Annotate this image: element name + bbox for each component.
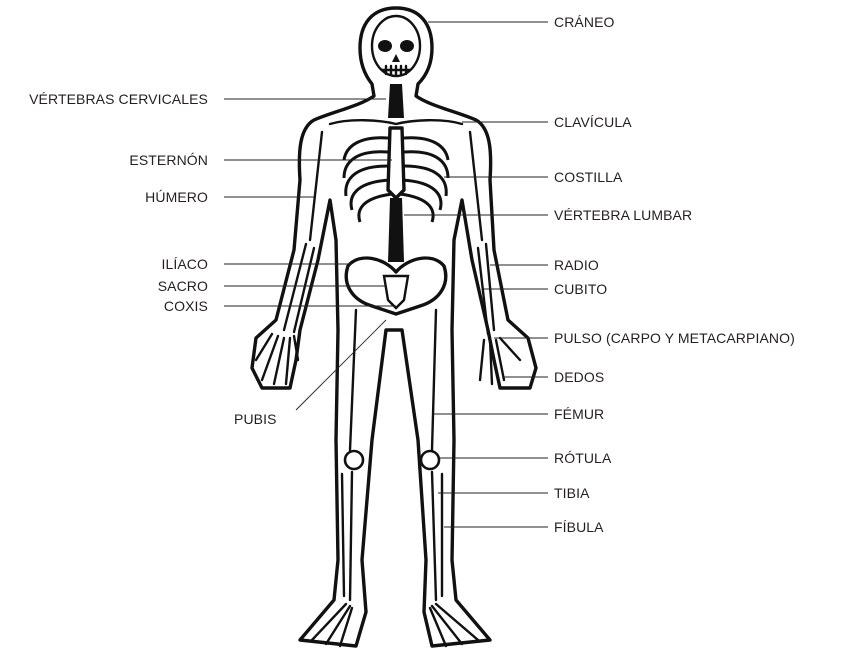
label-cubito: CUBITO xyxy=(554,281,607,297)
sternum-shape xyxy=(388,128,404,198)
label-sacro: SACRO xyxy=(158,278,208,294)
label-femur: FÉMUR xyxy=(554,406,604,422)
label-vertebra-lumbar: VÉRTEBRA LUMBAR xyxy=(554,207,692,223)
label-vertebras-cervicales: VÉRTEBRAS CERVICALES xyxy=(29,91,208,107)
label-esternon: ESTERNÓN xyxy=(129,152,208,168)
label-tibia: TIBIA xyxy=(554,485,590,501)
label-craneo: CRÁNEO xyxy=(554,14,615,30)
right-eye-socket xyxy=(400,40,414,52)
label-fibula: FÍBULA xyxy=(554,519,604,535)
label-iliaco: ILÍACO xyxy=(161,256,208,272)
left-patella xyxy=(345,451,363,469)
teeth xyxy=(382,66,410,75)
label-dedos: DEDOS xyxy=(554,369,604,385)
label-rotula: RÓTULA xyxy=(554,450,611,466)
label-radio: RADIO xyxy=(554,257,599,273)
label-humero: HÚMERO xyxy=(145,189,208,205)
lumbar-spine xyxy=(388,198,404,262)
right-patella xyxy=(421,451,439,469)
cervical-spine xyxy=(388,84,404,118)
label-clavicula: CLAVÍCULA xyxy=(554,114,632,130)
label-coxis: COXIS xyxy=(164,298,208,314)
label-pulso: PULSO (CARPO Y METACARPIANO) xyxy=(554,330,795,346)
label-costilla: COSTILLA xyxy=(554,169,623,185)
label-pubis: PUBIS xyxy=(234,411,277,427)
left-eye-socket xyxy=(378,40,392,52)
